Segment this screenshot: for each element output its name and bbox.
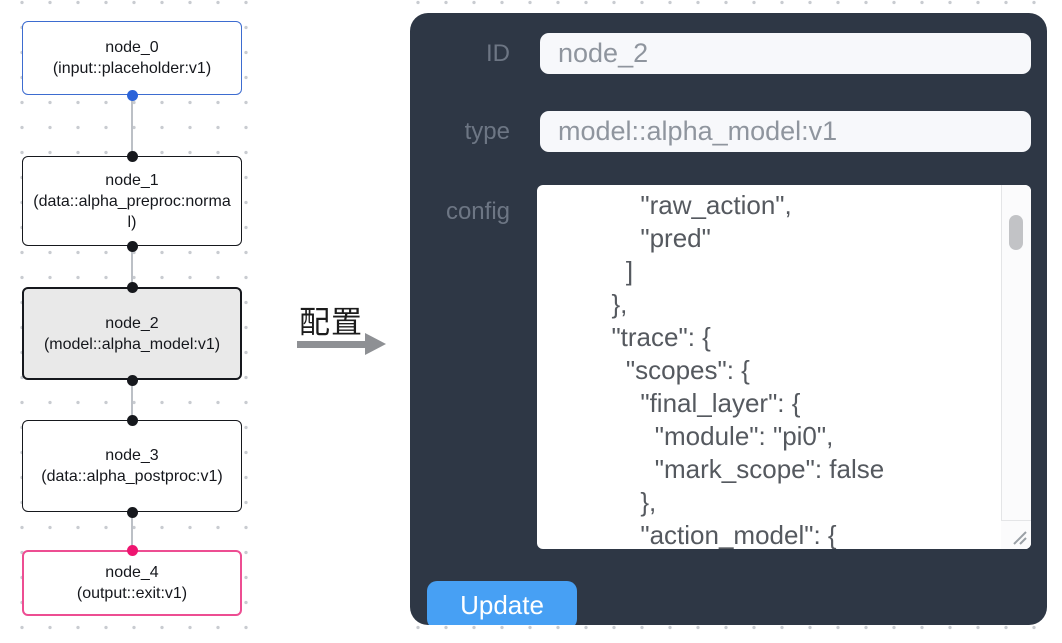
- scrollbar-corner: [1001, 520, 1031, 549]
- node-node_2[interactable]: node_2 (model::alpha_model:v1): [22, 287, 242, 380]
- node-title: node_1: [105, 171, 159, 189]
- node2-target-handle[interactable]: [127, 282, 138, 293]
- node-subtitle: (input::placeholder:v1): [52, 60, 212, 77]
- node2-source-handle[interactable]: [127, 375, 138, 386]
- node-node_1[interactable]: node_1 (data::alpha_preproc:normal): [22, 156, 242, 246]
- node-subtitle: (model::alpha_model:v1): [43, 335, 221, 353]
- resize-handle-icon[interactable]: [1008, 526, 1028, 546]
- node-title: node_4: [105, 564, 159, 581]
- node-node_0[interactable]: node_0 (input::placeholder:v1): [22, 21, 242, 95]
- node-node_3[interactable]: node_3 (data::alpha_postproc:v1): [22, 420, 242, 512]
- update-button[interactable]: Update: [427, 581, 577, 625]
- node3-target-handle[interactable]: [127, 415, 138, 426]
- node0-source-handle[interactable]: [127, 90, 138, 101]
- config-scrollbar-thumb[interactable]: [1009, 215, 1023, 250]
- node-node_4[interactable]: node_4 (output::exit:v1): [22, 550, 242, 616]
- type-input[interactable]: [540, 111, 1031, 152]
- config-json-content: "raw_action", "pred" ] }, "trace": { "sc…: [597, 190, 885, 549]
- node-config-panel: ID type config "raw_action", "pred" ] },…: [410, 13, 1047, 625]
- id-field-label: ID: [486, 40, 510, 67]
- node-title: node_3: [105, 447, 159, 464]
- node1-source-handle[interactable]: [127, 241, 138, 252]
- right-arrow-icon: [297, 341, 367, 348]
- node3-source-handle[interactable]: [127, 507, 138, 518]
- node-title: node_2: [105, 314, 159, 332]
- config-annotation-label: 配置: [299, 305, 363, 340]
- node4-target-handle[interactable]: [127, 545, 138, 556]
- config-field-label: config: [445, 198, 510, 225]
- right-arrow-head-icon: [365, 333, 386, 355]
- id-input[interactable]: [540, 33, 1031, 74]
- node-subtitle: (data::alpha_postproc:v1): [41, 468, 223, 485]
- node-subtitle: (output::exit:v1): [76, 585, 188, 602]
- node-title: node_0: [105, 39, 159, 56]
- type-field-label: type: [464, 118, 510, 145]
- edge-node0-node1: [131, 95, 133, 157]
- config-textarea[interactable]: "raw_action", "pred" ] }, "trace": { "sc…: [537, 185, 1031, 549]
- node-subtitle: (data::alpha_preproc:normal): [33, 192, 231, 231]
- node1-target-handle[interactable]: [127, 151, 138, 162]
